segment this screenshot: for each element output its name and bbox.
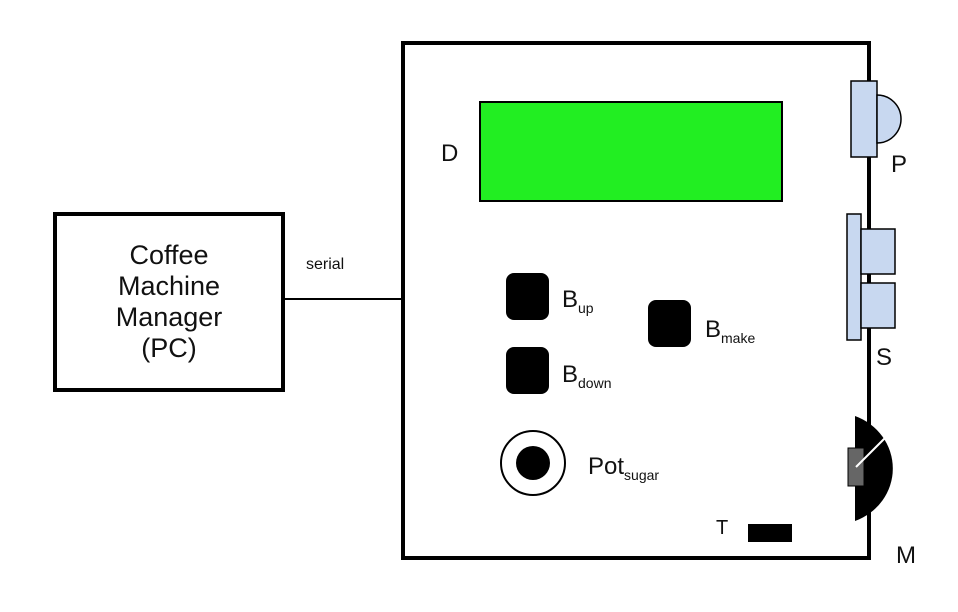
t-component	[748, 524, 792, 542]
display-screen	[479, 101, 783, 202]
m-label: M	[896, 542, 916, 569]
t-label: T	[716, 517, 729, 539]
button-up[interactable]	[506, 273, 549, 320]
button-down[interactable]	[506, 347, 549, 394]
s-component-icon	[846, 213, 896, 341]
s-label: S	[876, 344, 893, 371]
p-label: P	[891, 151, 908, 178]
button-make[interactable]	[648, 300, 691, 347]
potentiometer-label: Potsugar	[588, 453, 660, 484]
button-up-label: Bup	[562, 286, 594, 317]
m-gauge-icon	[847, 416, 893, 521]
serial-label: serial	[306, 256, 345, 273]
sugar-potentiometer-knob[interactable]	[500, 430, 566, 496]
manager-label: Coffee Machine Manager (PC)	[115, 240, 223, 363]
coffee-machine-manager-box: Coffee Machine Manager (PC)	[53, 212, 285, 392]
serial-connection-line	[285, 298, 403, 300]
button-down-label: Bdown	[562, 361, 612, 392]
button-make-label: Bmake	[705, 316, 756, 347]
potentiometer-center	[516, 446, 550, 480]
display-label: D	[441, 140, 459, 167]
p-sensor-icon	[850, 80, 902, 158]
